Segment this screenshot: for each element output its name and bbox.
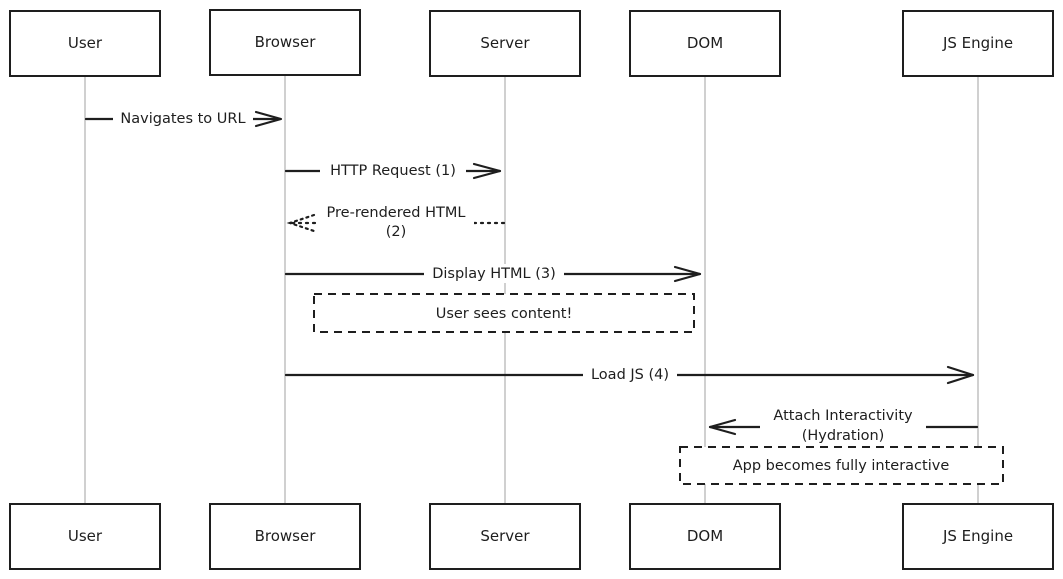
actor-js-engine-bottom-label: JS Engine bbox=[942, 527, 1013, 545]
actor-js-engine-bottom: JS Engine bbox=[902, 503, 1054, 570]
actor-js-engine-label: JS Engine bbox=[942, 34, 1013, 52]
message-prerendered-label-2: (2) bbox=[386, 224, 407, 240]
message-display-html-label: Display HTML (3) bbox=[432, 266, 556, 282]
actor-js-engine-top: JS Engine bbox=[902, 10, 1054, 77]
actor-user-bottom-label: User bbox=[68, 527, 103, 545]
actor-browser-label: Browser bbox=[255, 33, 317, 51]
actor-browser-bottom: Browser bbox=[209, 503, 361, 570]
actor-dom-bottom: DOM bbox=[629, 503, 781, 570]
message-http-request: HTTP Request (1) bbox=[284, 161, 502, 180]
actor-dom-label: DOM bbox=[687, 34, 723, 52]
message-attach-label-2: (Hydration) bbox=[802, 428, 885, 444]
actor-server-bottom-label: Server bbox=[480, 527, 530, 545]
note-user-sees-content: User sees content! bbox=[313, 293, 695, 333]
actor-user-bottom: User bbox=[9, 503, 161, 570]
actor-server-bottom: Server bbox=[429, 503, 581, 570]
note-app-interactive-label: App becomes fully interactive bbox=[733, 458, 950, 474]
actor-server-label: Server bbox=[480, 34, 530, 52]
message-attach-interactivity: Attach Interactivity (Hydration) bbox=[708, 405, 979, 445]
message-navigate: Navigates to URL bbox=[84, 109, 283, 128]
actor-user-label: User bbox=[68, 34, 103, 52]
message-prerendered-html: Pre-rendered HTML (2) bbox=[286, 203, 506, 241]
message-navigate-label: Navigates to URL bbox=[120, 111, 245, 127]
actor-server-top: Server bbox=[429, 10, 581, 77]
message-prerendered-label-1: Pre-rendered HTML bbox=[327, 205, 466, 221]
actor-browser-top: Browser bbox=[209, 9, 361, 76]
message-http-request-label: HTTP Request (1) bbox=[330, 163, 456, 179]
message-display-html: Display HTML (3) bbox=[284, 264, 702, 283]
actor-user-top: User bbox=[9, 10, 161, 77]
actor-dom-bottom-label: DOM bbox=[687, 527, 723, 545]
message-attach-label-1: Attach Interactivity bbox=[773, 408, 913, 424]
message-load-js: Load JS (4) bbox=[284, 365, 975, 385]
message-load-js-label: Load JS (4) bbox=[591, 367, 669, 383]
actor-browser-bottom-label: Browser bbox=[255, 527, 317, 545]
actor-dom-top: DOM bbox=[629, 10, 781, 77]
note-app-interactive: App becomes fully interactive bbox=[679, 446, 1004, 485]
note-user-sees-content-label: User sees content! bbox=[436, 306, 573, 322]
